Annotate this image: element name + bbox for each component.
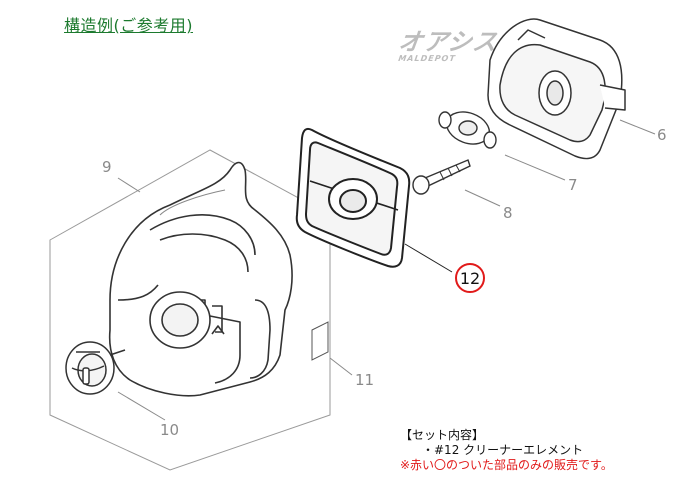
part-7-plate xyxy=(438,111,497,149)
leader-lines xyxy=(117,119,656,421)
set-contents-item: ・#12 クリーナーエレメント xyxy=(422,443,584,457)
cover-assembly-frame xyxy=(49,149,331,471)
part-9-cleaner-cover xyxy=(108,161,293,397)
part-number-7: 7 xyxy=(568,176,578,194)
part-11-label xyxy=(311,321,329,361)
page-title: 構造例(ご参考用) xyxy=(64,16,193,35)
part-8-bolt xyxy=(412,159,471,195)
part-number-9: 9 xyxy=(102,158,112,176)
part-number-6: 6 xyxy=(657,126,667,144)
part-10-knob xyxy=(65,341,126,395)
part-number-12: 12 xyxy=(460,269,480,288)
set-notes: 【セット内容】 ・#12 クリーナーエレメント ※赤い〇のついた部品のみの販売で… xyxy=(400,428,613,473)
highlighted-part-12: 12 xyxy=(455,263,485,293)
part-number-11: 11 xyxy=(355,371,374,389)
part-6-base xyxy=(487,18,626,160)
highlight-circle xyxy=(455,263,485,293)
part-12-cleaner-element xyxy=(295,127,411,268)
set-contents-header: 【セット内容】 xyxy=(400,428,485,442)
sale-warning: ※赤い〇のついた部品のみの販売です。 xyxy=(400,458,613,472)
part-number-8: 8 xyxy=(503,204,513,222)
part-number-10: 10 xyxy=(160,421,179,439)
